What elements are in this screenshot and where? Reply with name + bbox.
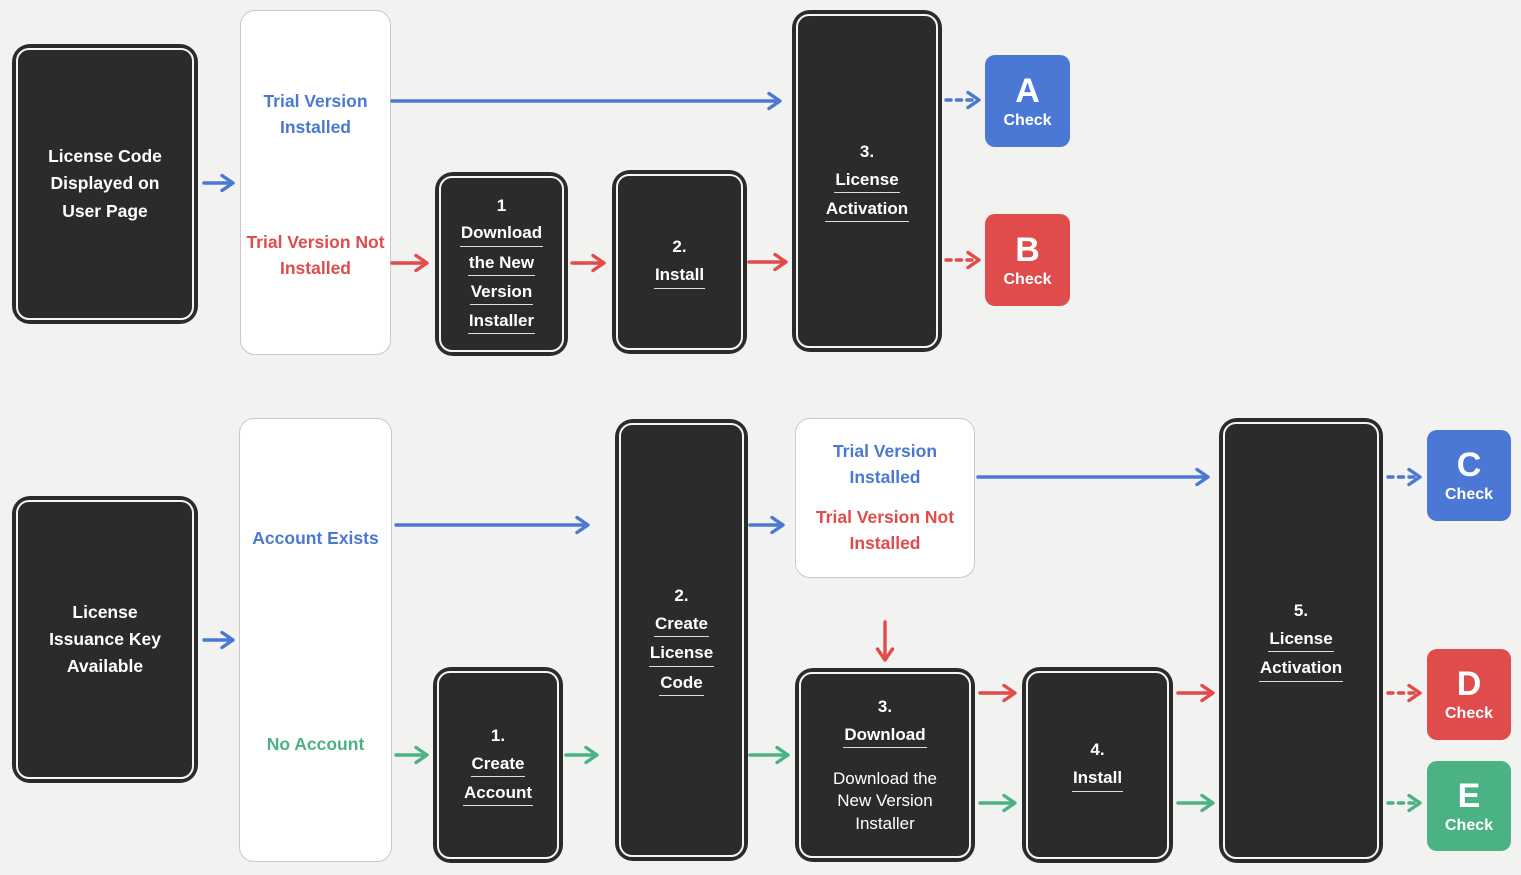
node-download-body: 3. Download Download the New Version Ins… — [799, 672, 971, 858]
node-label: License Code Displayed on User Page — [48, 146, 162, 221]
arrow-no-account-to-create-account — [394, 745, 429, 765]
arrow-activation-to-check-c — [1386, 467, 1422, 487]
check-a-badge: A Check — [985, 55, 1070, 147]
step-line: Account — [463, 782, 533, 807]
step-line: Install — [653, 264, 706, 289]
node-install-body: 4. Install — [1026, 671, 1169, 859]
node-step2-body: 2. Install — [616, 174, 743, 350]
check-letter: B — [1015, 230, 1040, 269]
step-line: the New — [467, 252, 536, 276]
arrow-trial-installed-to-activation — [390, 91, 782, 111]
check-label: Check — [1003, 111, 1052, 129]
step-line: Code — [659, 672, 704, 696]
node-create-license-code-body: 2. Create License Code — [619, 423, 744, 857]
arrow-download-to-install-green — [978, 793, 1017, 813]
step-line: Create — [470, 753, 526, 777]
step-line: Download — [459, 222, 544, 247]
step-number: 2. — [672, 237, 687, 257]
check-e-badge: E Check — [1427, 761, 1511, 851]
branch-option-trial-installed: Trial Version Installed — [832, 441, 938, 487]
step-number: 1. — [490, 725, 506, 745]
step-line: Version — [469, 281, 534, 306]
arrow-issuance-key-to-branch — [202, 630, 235, 650]
step-sub-label: Download the New Version Installer — [833, 768, 937, 833]
arrow-activation-to-check-d — [1386, 683, 1422, 703]
arrow-activation-to-check-e — [1386, 793, 1422, 813]
branch-option-trial-not-installed: Trial Version Not Installed — [246, 232, 385, 278]
arrow-activation-to-check-a — [944, 90, 981, 110]
step-line: License — [834, 169, 900, 193]
node-step5-license-activation: 5. License Activation — [1219, 418, 1383, 863]
node-step2-install: 2. Install — [612, 170, 747, 354]
node-step5-body: 5. License Activation — [1223, 422, 1379, 859]
node-step2-create-license-code: 2. Create License Code — [615, 419, 748, 861]
check-label: Check — [1444, 486, 1494, 503]
step-line: License — [1268, 628, 1334, 653]
check-c-badge: C Check — [1427, 430, 1511, 521]
arrow-create-license-code-to-trial-branch — [748, 515, 785, 535]
check-label: Check — [1444, 705, 1494, 722]
branch-trial-version-top: Trial Version Installed Trial Version No… — [240, 10, 391, 355]
arrow-license-code-to-branch — [202, 173, 235, 193]
node-step1-body: 1 Download the New Version Installer — [439, 176, 564, 352]
node-step3-download: 3. Download Download the New Version Ins… — [795, 668, 975, 862]
arrow-trial-not-installed-down-to-download — [875, 620, 895, 662]
check-label: Check — [1444, 816, 1494, 834]
arrow-create-account-to-create-license-code — [564, 745, 599, 765]
step-number: 3. — [877, 696, 893, 716]
branch-trial-version-bottom: Trial Version Installed Trial Version No… — [795, 418, 975, 578]
check-d-badge: D Check — [1427, 649, 1511, 740]
branch-option-trial-installed: Trial Version Installed — [263, 91, 368, 137]
arrow-activation-to-check-b — [944, 250, 981, 270]
step-number: 1 — [496, 195, 507, 215]
node-step4-install: 4. Install — [1022, 667, 1173, 863]
step-number: 3. — [859, 141, 875, 161]
step-number: 2. — [674, 586, 689, 606]
step-line: Activation — [824, 198, 910, 223]
step-number: 4. — [1090, 740, 1105, 760]
check-letter: C — [1456, 446, 1482, 484]
arrow-download-to-install-red — [978, 683, 1017, 703]
step-line: Activation — [1258, 657, 1344, 682]
check-letter: E — [1457, 776, 1481, 815]
check-label: Check — [1003, 270, 1052, 288]
arrow-install-to-activation-green — [1176, 793, 1215, 813]
step-line: Installer — [467, 310, 536, 335]
node-step3-license-activation: 3. License Activation — [792, 10, 942, 352]
node-step3-body: 3. License Activation — [796, 14, 938, 348]
branch-account: Account Exists No Account — [239, 418, 392, 862]
check-letter: A — [1015, 71, 1040, 110]
check-b-badge: B Check — [985, 214, 1070, 306]
node-license-issuance-key-body: License Issuance Key Available — [16, 500, 194, 779]
arrow-install-to-activation — [747, 252, 788, 272]
step-line: Install — [1071, 767, 1124, 792]
check-letter: D — [1456, 665, 1482, 703]
node-label: License Issuance Key Available — [49, 601, 161, 677]
branch-option-trial-not-installed: Trial Version Not Installed — [815, 507, 955, 553]
arrow-install-to-activation-red — [1176, 683, 1215, 703]
arrow-account-exists-to-create-license-code — [394, 515, 590, 535]
step-line: Download — [843, 724, 927, 748]
step-number: 5. — [1293, 601, 1309, 621]
node-step1-download-installer: 1 Download the New Version Installer — [435, 172, 568, 356]
branch-option-account-exists: Account Exists — [252, 528, 379, 548]
branch-option-no-account: No Account — [266, 734, 365, 754]
node-license-code-displayed-body: License Code Displayed on User Page — [16, 48, 194, 320]
step-line: Create — [654, 613, 709, 638]
arrow-trial-not-installed-to-download — [390, 253, 429, 273]
arrow-trial-installed-to-activation-bottom — [976, 467, 1210, 487]
arrow-download-to-install — [570, 253, 606, 273]
node-create-account-body: 1. Create Account — [437, 671, 559, 859]
node-license-code-displayed: License Code Displayed on User Page — [12, 44, 198, 324]
arrow-create-license-code-to-download — [748, 745, 790, 765]
node-license-issuance-key: License Issuance Key Available — [12, 496, 198, 783]
step-line: License — [648, 642, 715, 667]
node-step1-create-account: 1. Create Account — [433, 667, 563, 863]
